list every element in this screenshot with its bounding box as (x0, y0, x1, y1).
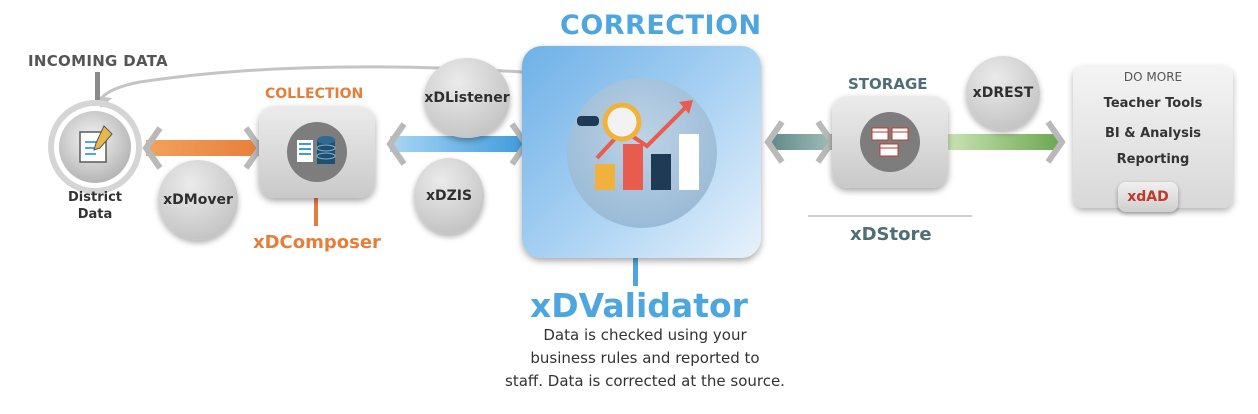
blue-connector (390, 136, 526, 152)
xdcomposer-label: xDComposer (253, 232, 381, 253)
xdvalidator-label: xDValidator (530, 286, 748, 325)
analytics-chart-icon (577, 100, 699, 190)
storage-icon-circle (860, 112, 920, 172)
do-more-item-reporting[interactable]: Reporting (1116, 152, 1190, 167)
district-label-line1: District (68, 190, 122, 205)
pencil-icon (93, 125, 113, 151)
incoming-connector (95, 72, 100, 100)
xdzis-bubble[interactable]: xDZIS (414, 158, 484, 234)
storage-heading: STORAGE (848, 75, 928, 93)
correction-icon-circle (567, 78, 717, 228)
incoming-data-heading: INCOMING DATA (28, 52, 168, 70)
do-more-item-bi-analysis[interactable]: BI & Analysis (1104, 126, 1202, 141)
database-icon (297, 136, 336, 164)
collection-box[interactable] (259, 106, 375, 198)
collection-heading: COLLECTION (265, 86, 364, 102)
xdad-button[interactable]: xdAD (1118, 182, 1178, 212)
blue-chevron-left (386, 122, 407, 166)
district-label-line2: Data (77, 207, 113, 222)
orange-connector (146, 140, 262, 156)
correction-box[interactable] (522, 46, 761, 258)
validator-desc-line2: business rules and reported to (530, 349, 760, 367)
composer-tick (314, 198, 318, 226)
teal-connector (770, 134, 832, 150)
validator-desc-line3: staff. Data is corrected at the source. (505, 372, 785, 390)
correction-heading: CORRECTION (560, 10, 762, 41)
district-outer-ring (48, 100, 142, 194)
xdlistener-bubble[interactable]: xDListener (424, 58, 510, 138)
green-connector (948, 134, 1060, 150)
do-more-item-teacher-tools[interactable]: Teacher Tools (1103, 96, 1203, 111)
orange-chevron-left (142, 126, 163, 170)
green-chevron-right (1045, 120, 1066, 164)
xdmover-bubble[interactable]: xDMover (158, 160, 238, 240)
validator-desc-line1: Data is checked using your (543, 326, 747, 344)
table-icon (871, 127, 909, 157)
teal-chevron-left (764, 120, 785, 164)
do-more-title: DO MORE (1123, 70, 1183, 84)
storage-box[interactable] (832, 96, 948, 188)
xdstore-label: xDStore (850, 224, 932, 245)
xdrest-bubble[interactable]: xDREST (966, 56, 1040, 130)
feedback-loop-line (98, 65, 523, 101)
district-data-label: District Data (66, 189, 124, 223)
validator-tick (633, 258, 638, 286)
collection-icon-circle (287, 122, 347, 182)
